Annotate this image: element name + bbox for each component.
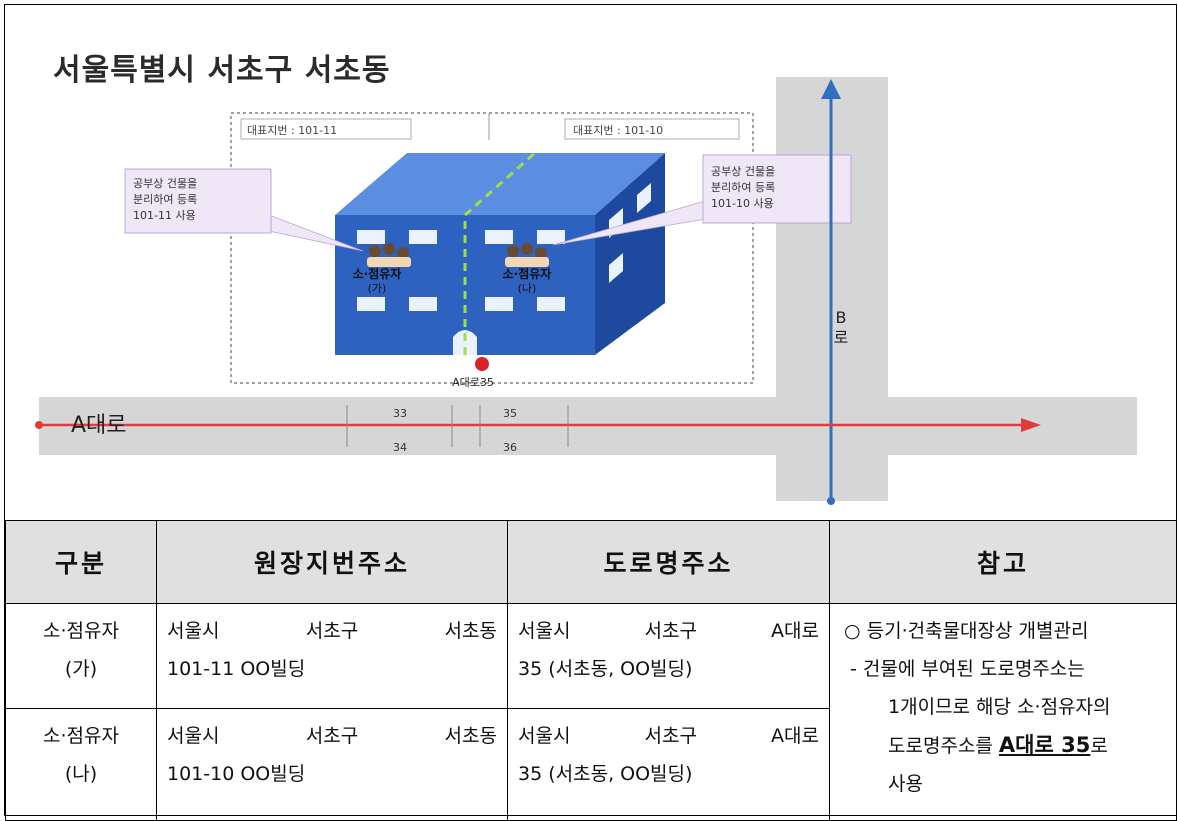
row2-lot-line1: 서울시 서초구 서초동: [167, 717, 497, 755]
row2-category: 소·점유자 (나): [5, 708, 157, 821]
callout-right-line3: 101-10 사용: [711, 197, 774, 210]
row2-road-line1: 서울시 서초구 A대로: [518, 717, 819, 755]
callout-right-box: [702, 154, 852, 224]
table-header-row: 구분 원장지번주소 도로명주소 참고: [5, 520, 1177, 604]
owner-right-line1: 소·점유자: [503, 266, 552, 281]
owner-left-line2: (가): [368, 282, 387, 295]
reference-line5: 사용: [888, 773, 923, 795]
callout-left-line1: 공부상 건물을: [133, 177, 197, 190]
reference-line4-pre: 도로명주소를: [888, 735, 999, 757]
reference-cell: ○ 등기·건축물대장상 개별관리 - 건물에 부여된 도로명주소는 1개이므로 …: [829, 603, 1177, 821]
road-b-label-1: B: [836, 308, 847, 327]
callout-left-line2: 분리하여 등록: [133, 192, 197, 206]
row1-road-city: 서울시: [518, 620, 571, 642]
diagram-title: 서울특별시 서초구 서초동: [53, 53, 391, 88]
address-table: 구분 원장지번주소 도로명주소 참고 소·점유자 (가) 서울시: [5, 520, 1177, 821]
road-b-label-2: 로: [834, 328, 849, 347]
building-door: [453, 330, 477, 355]
row1-road-name: A대로: [771, 620, 819, 642]
callout-right-line1: 공부상 건물을: [711, 165, 775, 178]
row2-road-district: 서초구: [644, 725, 697, 747]
row2-road-address: 서울시 서초구 A대로 35 (서초동, OO빌딩): [507, 708, 830, 821]
callout-left-line3: 101-11 사용: [133, 209, 196, 222]
header-category: 구분: [5, 520, 157, 604]
reference-line4: 도로명주소를 A대로 35로: [844, 726, 1166, 765]
row1-road-address: 서울시 서초구 A대로 35 (서초동, OO빌딩): [507, 603, 830, 709]
row1-lot-line2: 101-11 OO빌딩: [167, 658, 306, 680]
road-a-start-dot: [35, 421, 43, 429]
lot-label-right-box: [564, 118, 740, 140]
callout-right-line2: 분리하여 등록: [711, 180, 775, 194]
parcel-boundary: [230, 112, 754, 384]
building-windows: [357, 183, 651, 311]
lot-label-right: 대표지번 : 101-10: [573, 124, 663, 137]
row1-category-line1: 소·점유자: [43, 620, 119, 642]
reference-highlight-address: A대로 35: [998, 733, 1091, 757]
road-a-arrow-icon: [1021, 418, 1041, 432]
row2-road-city: 서울시: [518, 725, 571, 747]
reference-line1: ○ 등기·건축물대장상 개별관리: [844, 620, 1089, 642]
row1-lot-address: 서울시 서초구 서초동 101-11 OO빌딩: [156, 603, 508, 709]
split-line-roof: [464, 151, 536, 217]
number-ticks: [346, 405, 569, 447]
reference-line4-post: 로: [1090, 735, 1108, 757]
row1-lot-district: 서초구: [305, 620, 359, 642]
row2-category-line2: (나): [64, 763, 98, 785]
row1-category-line2: (가): [64, 658, 98, 680]
diagram-canvas: 대표지번 : 101-11 대표지번 : 101-10: [35, 77, 1137, 505]
header-reference: 참고: [829, 520, 1177, 604]
row1-lot-city: 서울시: [167, 620, 220, 642]
row2-lot-city: 서울시: [167, 725, 220, 747]
road-b-start-dot: [827, 497, 835, 505]
table-row: 소·점유자 (가) 서울시 서초구 서초동 101-11 OO빌딩: [5, 603, 1177, 821]
header-road-address: 도로명주소: [507, 520, 830, 604]
reference-line2: - 건물에 부여된 도로명주소는: [850, 658, 1085, 680]
row1-road-line1: 서울시 서초구 A대로: [518, 612, 819, 650]
building-number-35: 35: [503, 407, 517, 420]
owner-right-line2: (나): [518, 282, 537, 295]
building-number-34: 34: [393, 441, 407, 454]
road-a-label: A대로: [71, 413, 127, 438]
row2-lot-line2: 101-10 OO빌딩: [167, 763, 306, 785]
row1-lot-dong: 서초동: [444, 620, 497, 642]
address-point-label: A대로35: [452, 376, 494, 389]
road-b-arrow-icon: [821, 79, 841, 99]
row1-road-district: 서초구: [644, 620, 697, 642]
document-frame: 대표지번 : 101-11 대표지번 : 101-10: [4, 4, 1177, 821]
table-row: 소·점유자 (나) 서울시 서초구 서초동 101-10 OO빌딩: [5, 708, 1177, 821]
lot-label-left: 대표지번 : 101-11: [247, 124, 337, 137]
row1-road-line2: 35 (서초동, OO빌딩): [518, 658, 693, 680]
lot-label-left-box: [240, 118, 412, 140]
row2-lot-address: 서울시 서초구 서초동 101-10 OO빌딩: [156, 708, 508, 821]
row2-lot-district: 서초구: [305, 725, 359, 747]
reference-line3: 1개이므로 해당 소·점유자의: [888, 696, 1111, 718]
building-number-33: 33: [393, 407, 407, 420]
row2-road-name: A대로: [771, 725, 819, 747]
row2-road-line2: 35 (서초동, OO빌딩): [518, 763, 693, 785]
people-left-icon: [367, 243, 411, 267]
address-diagram: 대표지번 : 101-11 대표지번 : 101-10: [5, 5, 1176, 520]
owner-left-line1: 소·점유자: [353, 266, 402, 281]
header-lot-address: 원장지번주소: [156, 520, 508, 604]
building-number-36: 36: [503, 441, 517, 454]
row1-lot-line1: 서울시 서초구 서초동: [167, 612, 497, 650]
people-right-icon: [505, 243, 549, 267]
row2-category-line1: 소·점유자: [43, 725, 119, 747]
row1-category: 소·점유자 (가): [5, 603, 157, 709]
callout-left-box: [124, 168, 272, 234]
row2-lot-dong: 서초동: [444, 725, 497, 747]
address-point-marker: [475, 357, 489, 371]
